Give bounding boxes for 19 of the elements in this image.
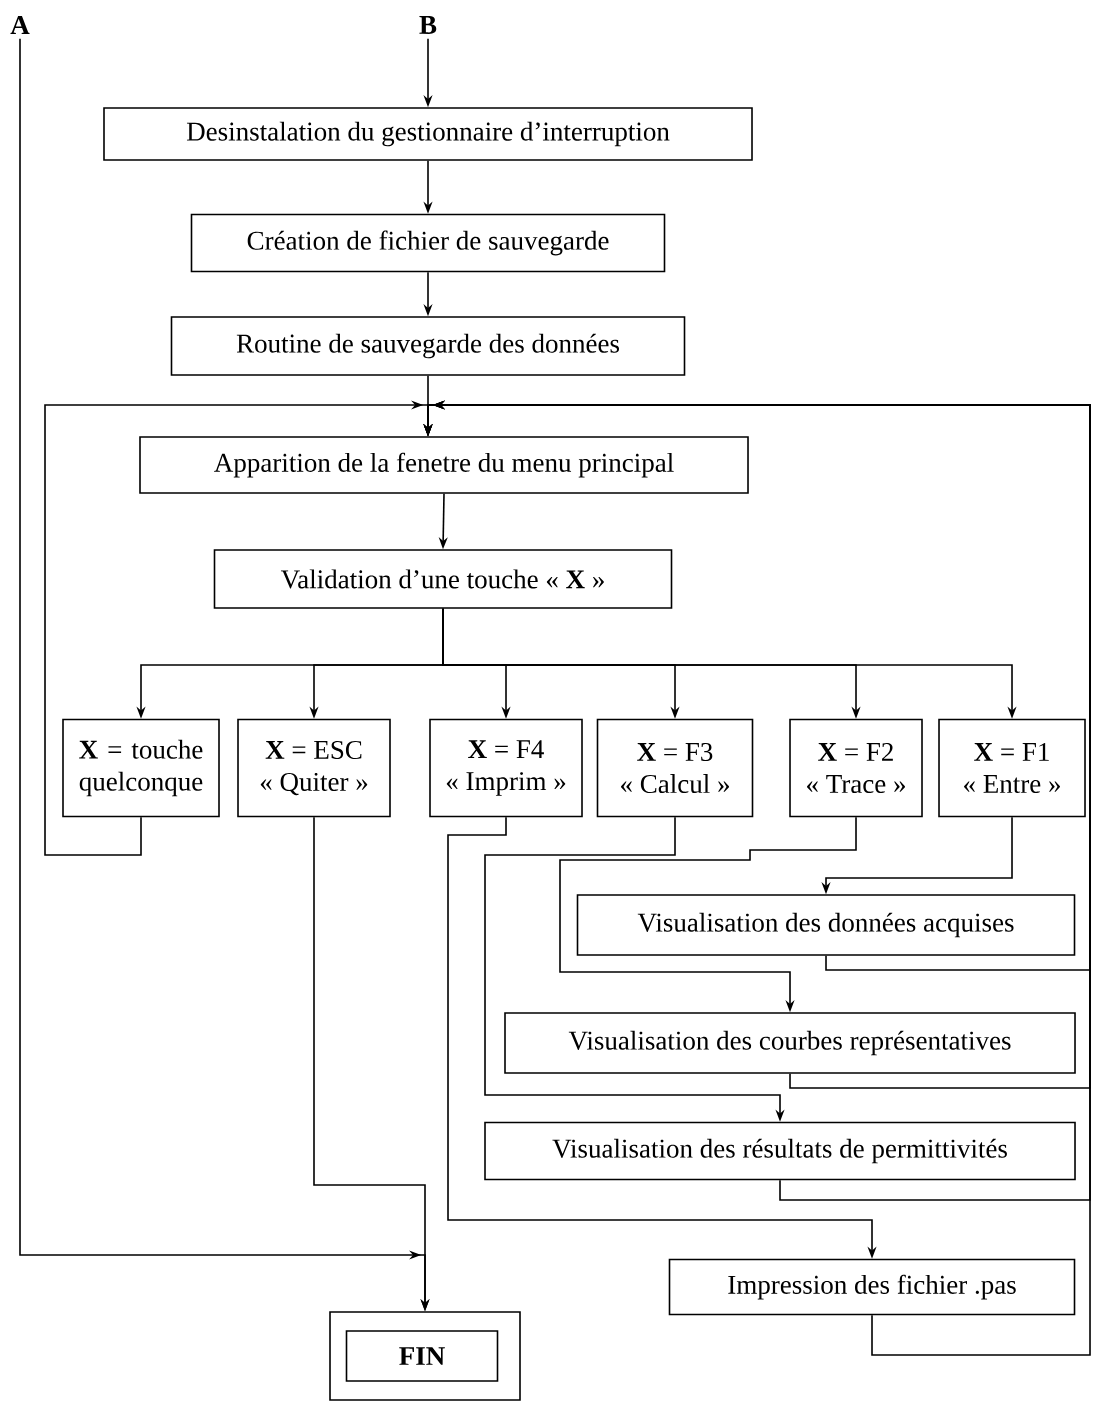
end-frame — [329, 1311, 521, 1401]
process-box: Visualisation des données acquises — [576, 894, 1076, 956]
process-box: X = ESC « Quiter » — [237, 718, 391, 818]
connector-letter: B — [419, 16, 437, 34]
process-box: X = touche quelconque — [62, 718, 220, 818]
process-box: Apparition de la fenetre du menu principal — [139, 436, 749, 494]
process-box: Visualisation des résultats de permittivités — [484, 1121, 1076, 1181]
process-box: Validation d’une touche « X » — [213, 549, 673, 609]
process-box: X = F3 « Calcul » — [596, 718, 754, 818]
process-box: Routine de sauvegarde des données — [170, 316, 686, 376]
process-box: Desinstalation du gestionnaire d’interruption — [103, 107, 753, 161]
process-box: X = F2 « Trace » — [789, 718, 923, 818]
process-box: Création de fichier de sauvegarde — [190, 213, 666, 273]
end-box: FIN — [345, 1330, 499, 1382]
process-box: X = F4 « Imprim » — [429, 718, 583, 818]
process-box: Impression des fichier .pas — [668, 1258, 1076, 1316]
process-box: Visualisation des courbes représentatives — [504, 1012, 1076, 1074]
connector-letter: A — [10, 16, 30, 34]
process-box: X = F1 « Entre » — [938, 718, 1086, 818]
